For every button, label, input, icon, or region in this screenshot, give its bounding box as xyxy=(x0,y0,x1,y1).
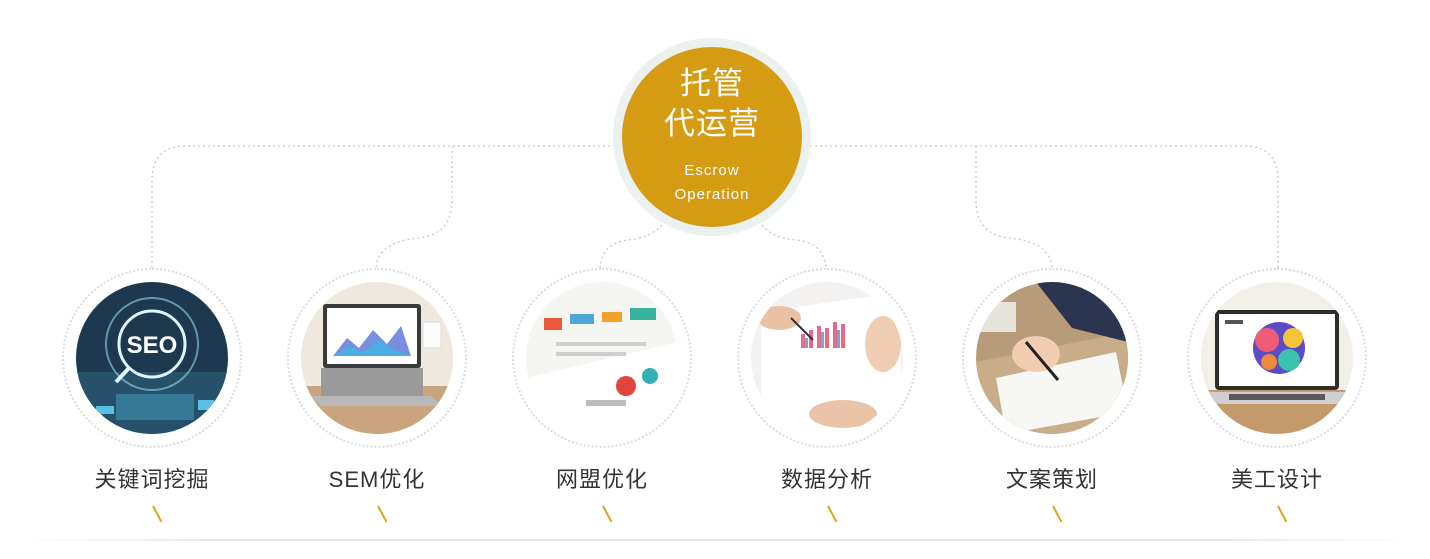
hands-analyzing-chart-image xyxy=(751,282,903,434)
printed-charts-image xyxy=(526,282,678,434)
service-graphic-design[interactable]: 美工设计 xyxy=(1187,268,1367,538)
service-copywriting[interactable]: 文案策划 xyxy=(962,268,1142,538)
connector-right xyxy=(790,145,1279,268)
connector-right-inner xyxy=(975,146,1053,269)
bottom-divider xyxy=(22,539,1412,541)
hub-title-line1: 托管 xyxy=(680,66,744,101)
hub-subtitle-line1: Escrow xyxy=(684,162,740,179)
laptop-chart-image xyxy=(301,282,453,434)
hub-title: 托管 代运营 xyxy=(622,64,802,144)
tick-mark xyxy=(377,505,388,523)
hub-circle[interactable]: 托管 代运营 Escrow Operation xyxy=(622,47,802,227)
hub-title-line2: 代运营 xyxy=(664,106,760,141)
service-sem-optimization[interactable]: SEM优化 xyxy=(287,268,467,538)
hub-subtitle: Escrow Operation xyxy=(622,159,802,207)
tick-mark xyxy=(1052,505,1063,523)
laptop-design-image xyxy=(1201,282,1353,434)
connector-center-right xyxy=(761,224,827,269)
service-label: 关键词挖掘 xyxy=(94,467,210,492)
service-network-alliance[interactable]: 网盟优化 xyxy=(512,268,692,538)
connector-center-left xyxy=(599,224,663,269)
service-label: 文案策划 xyxy=(1005,467,1098,492)
hub-subtitle-line2: Operation xyxy=(674,186,750,203)
tick-mark xyxy=(827,505,838,523)
tick-mark xyxy=(602,505,613,523)
service-data-analysis[interactable]: 数据分析 xyxy=(737,268,917,538)
connector-left-inner xyxy=(375,146,453,269)
tick-mark xyxy=(1277,505,1288,523)
connector-left xyxy=(151,145,640,268)
service-label: 网盟优化 xyxy=(555,467,648,492)
service-label: 数据分析 xyxy=(780,467,873,492)
seo-magnifier-image: SEO xyxy=(76,282,228,434)
tick-mark xyxy=(152,505,163,523)
service-label: SEM优化 xyxy=(328,467,426,492)
svg-text:SEO: SEO xyxy=(127,332,178,359)
service-keyword-mining[interactable]: SEO 关键词挖掘 xyxy=(62,268,242,538)
service-label: 美工设计 xyxy=(1230,467,1323,492)
hand-writing-document-image xyxy=(976,282,1128,434)
